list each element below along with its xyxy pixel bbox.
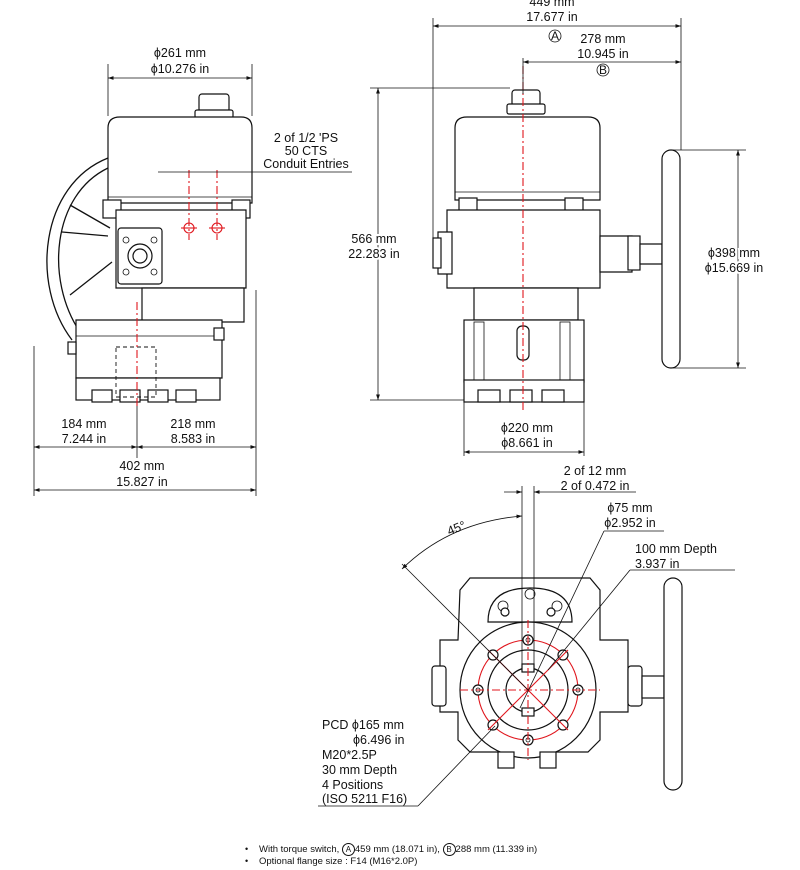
note-callout-b: B bbox=[442, 842, 456, 856]
top-diameter-mm: ϕ261 mm bbox=[154, 46, 206, 60]
note-flange-text: Optional flange size : F14 (M16*2.0P) bbox=[259, 855, 418, 867]
overall-depth-in: 17.677 in bbox=[526, 10, 577, 24]
top-diameter-in: ϕ10.276 in bbox=[151, 62, 209, 76]
bullet: • bbox=[245, 844, 249, 854]
bottom-view: 2 of 12 mm 2 of 0.472 in 45° ϕ75 mm ϕ2.9… bbox=[318, 464, 735, 807]
pcd-line-5: 4 Positions bbox=[322, 778, 383, 792]
overall-width-mm: 402 mm bbox=[119, 459, 164, 473]
callout-b: B bbox=[599, 63, 607, 77]
bore-depth-mm: 100 mm Depth bbox=[635, 542, 717, 556]
handwheel-dia-mm: ϕ398 mm bbox=[708, 246, 760, 260]
overall-width-in: 15.827 in bbox=[116, 475, 167, 489]
front-gearbox bbox=[75, 319, 223, 379]
key-width-in: 2 of 0.472 in bbox=[561, 479, 630, 493]
handwheel-offset-mm: 278 mm bbox=[580, 32, 625, 46]
right-offset-in: 8.583 in bbox=[171, 432, 216, 446]
pcd-line-6: (ISO 5211 F16) bbox=[322, 792, 407, 806]
note-callout-a: A bbox=[341, 842, 355, 856]
conduit-line-3: Conduit Entries bbox=[263, 157, 348, 171]
side-motor-cover bbox=[454, 116, 601, 201]
base-dia-in: ϕ8.661 in bbox=[501, 436, 553, 450]
callout-a: A bbox=[551, 29, 559, 43]
key-width-mm: 2 of 12 mm bbox=[564, 464, 627, 478]
bullet: • bbox=[245, 856, 249, 866]
front-view: ϕ261 mm ϕ10.276 in 2 of 1/2 'PS 50 CTS C… bbox=[33, 46, 352, 496]
handwheel-offset-in: 10.945 in bbox=[577, 47, 628, 61]
handwheel-dia-in: ϕ15.669 in bbox=[705, 261, 763, 275]
pcd-line-1: PCD ϕ165 mm bbox=[322, 718, 404, 732]
front-motor-cover bbox=[107, 116, 253, 204]
conduit-line-2: 50 CTS bbox=[285, 144, 327, 158]
note-prefix: With torque switch, bbox=[259, 843, 340, 855]
bore-dia-mm: ϕ75 mm bbox=[607, 501, 652, 515]
pcd-line-3: M20*2.5P bbox=[322, 748, 377, 762]
technical-drawing: ϕ261 mm ϕ10.276 in 2 of 1/2 'PS 50 CTS C… bbox=[33, 0, 765, 807]
bottom-handwheel bbox=[663, 577, 683, 791]
note-a-value: 459 mm (18.071 in), bbox=[354, 843, 440, 855]
bore-depth-in: 3.937 in bbox=[635, 557, 680, 571]
height-mm: 566 mm bbox=[351, 232, 396, 246]
right-offset-mm: 218 mm bbox=[170, 417, 215, 431]
side-handwheel bbox=[661, 149, 681, 369]
front-top-cap bbox=[198, 93, 230, 113]
note-optional-flange: • Optional flange size : F14 (M16*2.0P) bbox=[245, 855, 537, 867]
conduit-line-1: 2 of 1/2 'PS bbox=[274, 131, 338, 145]
left-offset-mm: 184 mm bbox=[61, 417, 106, 431]
note-b-value: 288 mm (11.339 in) bbox=[455, 843, 538, 855]
bore-dia-in: ϕ2.952 in bbox=[604, 516, 656, 530]
height-in: 22.283 in bbox=[348, 247, 399, 261]
left-offset-in: 7.244 in bbox=[62, 432, 107, 446]
pcd-line-2: ϕ6.496 in bbox=[353, 733, 405, 747]
front-handwheel-arc bbox=[46, 157, 109, 341]
pcd-line-4: 30 mm Depth bbox=[322, 763, 397, 777]
base-dia-mm: ϕ220 mm bbox=[501, 421, 553, 435]
overall-depth-mm: 449 mm bbox=[529, 0, 574, 9]
side-view: 449 mm 17.677 in A 278 mm 10.945 in B 56… bbox=[346, 0, 765, 456]
angle-label: 45° bbox=[445, 518, 468, 538]
